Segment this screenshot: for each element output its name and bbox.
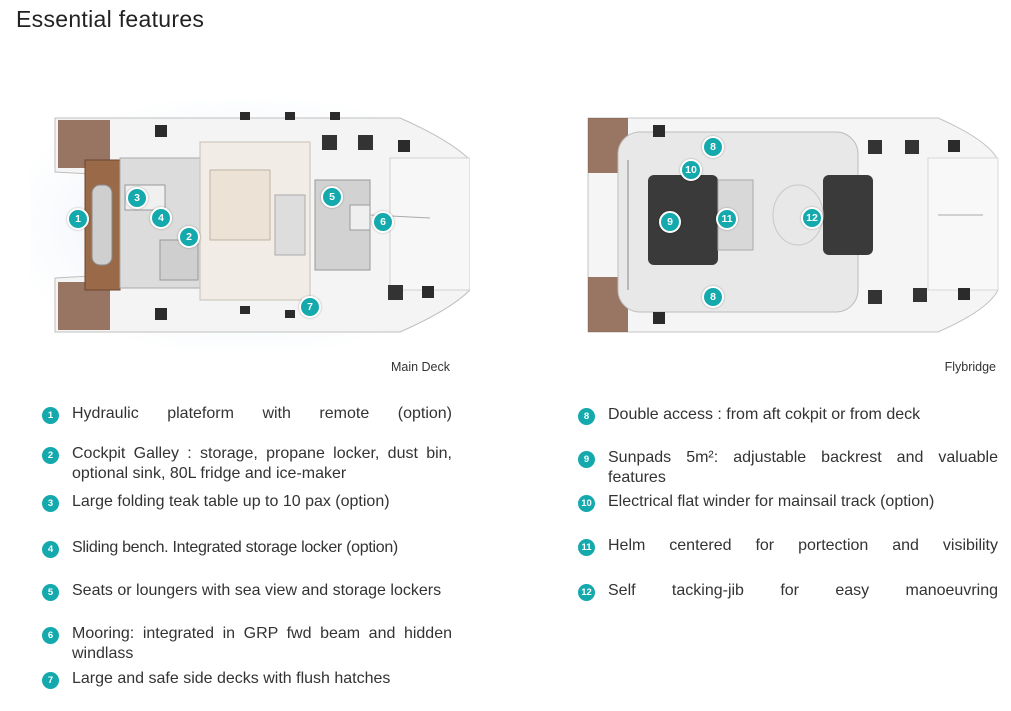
main-marker-4[interactable]: 4 [150, 207, 172, 229]
fly-marker-8-bottom[interactable]: 8 [702, 286, 724, 308]
feature-number-badge: 10 [578, 495, 595, 512]
main-marker-6[interactable]: 6 [372, 211, 394, 233]
feature-number-badge: 8 [578, 408, 595, 425]
feature-number-badge: 12 [578, 584, 595, 601]
feature-item: 7 Large and safe side decks with flush h… [42, 669, 452, 689]
main-deck-plan [30, 100, 470, 350]
feature-item: 1 Hydraulic plateform with remote (optio… [42, 404, 452, 424]
feature-number-badge: 5 [42, 584, 59, 601]
feature-number-badge: 7 [42, 672, 59, 689]
feature-text: Large folding teak table up to 10 pax (o… [72, 493, 390, 510]
feature-item: 11 Helm centered for portection and visi… [578, 536, 998, 556]
fly-marker-9[interactable]: 9 [659, 211, 681, 233]
feature-text: Double access : from aft cokpit or from … [608, 406, 921, 423]
main-deck-label: Main Deck [390, 360, 450, 374]
feature-text: Large and safe side decks with flush hat… [72, 670, 391, 687]
feature-item: 2 Cockpit Galley : storage, propane lock… [42, 444, 452, 484]
feature-item: 10 Electrical flat winder for mainsail t… [578, 492, 998, 512]
feature-number-badge: 6 [42, 627, 59, 644]
fly-marker-8-top[interactable]: 8 [702, 136, 724, 158]
feature-item: 9 Sunpads 5m²: adjustable backrest and v… [578, 448, 998, 488]
feature-item: 3 Large folding teak table up to 10 pax … [42, 492, 452, 512]
feature-number-badge: 3 [42, 495, 59, 512]
page-title: Essential features [16, 6, 205, 32]
feature-item: 5 Seats or loungers with sea view and st… [42, 581, 452, 601]
feature-text: Mooring: integrated in GRP fwd beam and … [72, 625, 452, 662]
feature-number-badge: 2 [42, 447, 59, 464]
feature-number-badge: 4 [42, 541, 59, 558]
feature-text: Hydraulic plateform with remote (option) [72, 405, 452, 422]
feature-number-badge: 11 [578, 539, 595, 556]
fly-marker-11[interactable]: 11 [716, 208, 738, 230]
feature-item: 12 Self tacking-jib for easy manoeuvring [578, 581, 998, 601]
main-marker-2[interactable]: 2 [178, 226, 200, 248]
feature-text: Sliding bench. Integrated storage locker… [72, 539, 398, 556]
fly-marker-10[interactable]: 10 [680, 159, 702, 181]
feature-text: Cockpit Galley : storage, propane locker… [72, 445, 452, 482]
feature-item: 4 Sliding bench. Integrated storage lock… [42, 538, 452, 558]
feature-text: Self tacking-jib for easy manoeuvring [608, 582, 998, 599]
feature-text: Seats or loungers with sea view and stor… [72, 582, 442, 599]
feature-item: 8 Double access : from aft cokpit or fro… [578, 405, 998, 425]
main-marker-5[interactable]: 5 [321, 186, 343, 208]
feature-text: Sunpads 5m²: adjustable backrest and val… [608, 449, 998, 486]
feature-number-badge: 9 [578, 451, 595, 468]
main-marker-1[interactable]: 1 [67, 208, 89, 230]
feature-number-badge: 1 [42, 407, 59, 424]
feature-item: 6 Mooring: integrated in GRP fwd beam an… [42, 624, 452, 664]
flybridge-plan [587, 117, 999, 333]
flybridge-label: Flybridge [944, 360, 996, 374]
fly-marker-12[interactable]: 12 [801, 207, 823, 229]
main-marker-7[interactable]: 7 [299, 296, 321, 318]
feature-text: Helm centered for portection and visibil… [608, 537, 998, 554]
main-marker-3[interactable]: 3 [126, 187, 148, 209]
feature-text: Electrical flat winder for mainsail trac… [608, 493, 935, 510]
